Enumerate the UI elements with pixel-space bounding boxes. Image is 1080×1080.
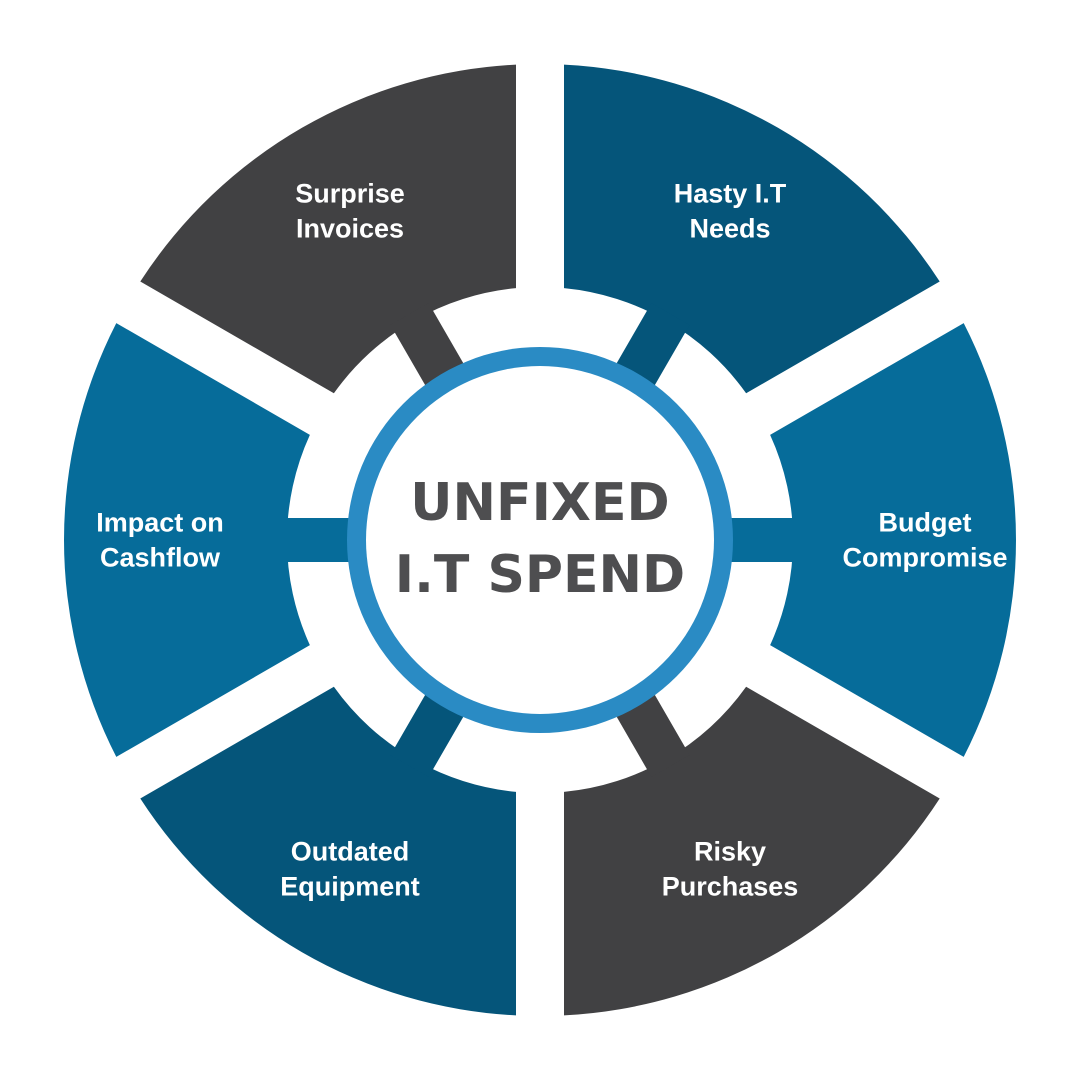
segment-label-cashflow: Impact on Cashflow <box>96 508 224 573</box>
connector-cashflow <box>279 518 360 562</box>
connector-budget <box>720 518 801 562</box>
center-title-line2: I.T SPEND <box>395 545 685 605</box>
segment-label-line: Surprise <box>295 178 405 208</box>
segment-cashflow <box>64 323 310 757</box>
segment-label-line: Budget <box>879 508 972 538</box>
center-hub: UNFIXED I.T SPEND <box>347 347 733 733</box>
segment-label-line: Risky <box>694 837 766 867</box>
segment-label-line: Compromise <box>842 543 1007 573</box>
segment-label-line: Purchases <box>662 872 799 902</box>
segment-label-line: Outdated <box>291 837 410 867</box>
segment-label-hasty: Hasty I.T Needs <box>674 178 787 243</box>
segment-budget <box>770 323 1016 757</box>
segment-label-line: Hasty I.T <box>674 178 787 208</box>
segment-label-line: Cashflow <box>100 543 221 573</box>
segment-label-line: Invoices <box>296 213 404 243</box>
segment-label-line: Equipment <box>280 872 420 902</box>
center-face <box>366 366 714 714</box>
segment-label-line: Impact on <box>96 508 224 538</box>
segment-label-line: Needs <box>689 213 770 243</box>
center-title-line1: UNFIXED <box>410 473 669 533</box>
